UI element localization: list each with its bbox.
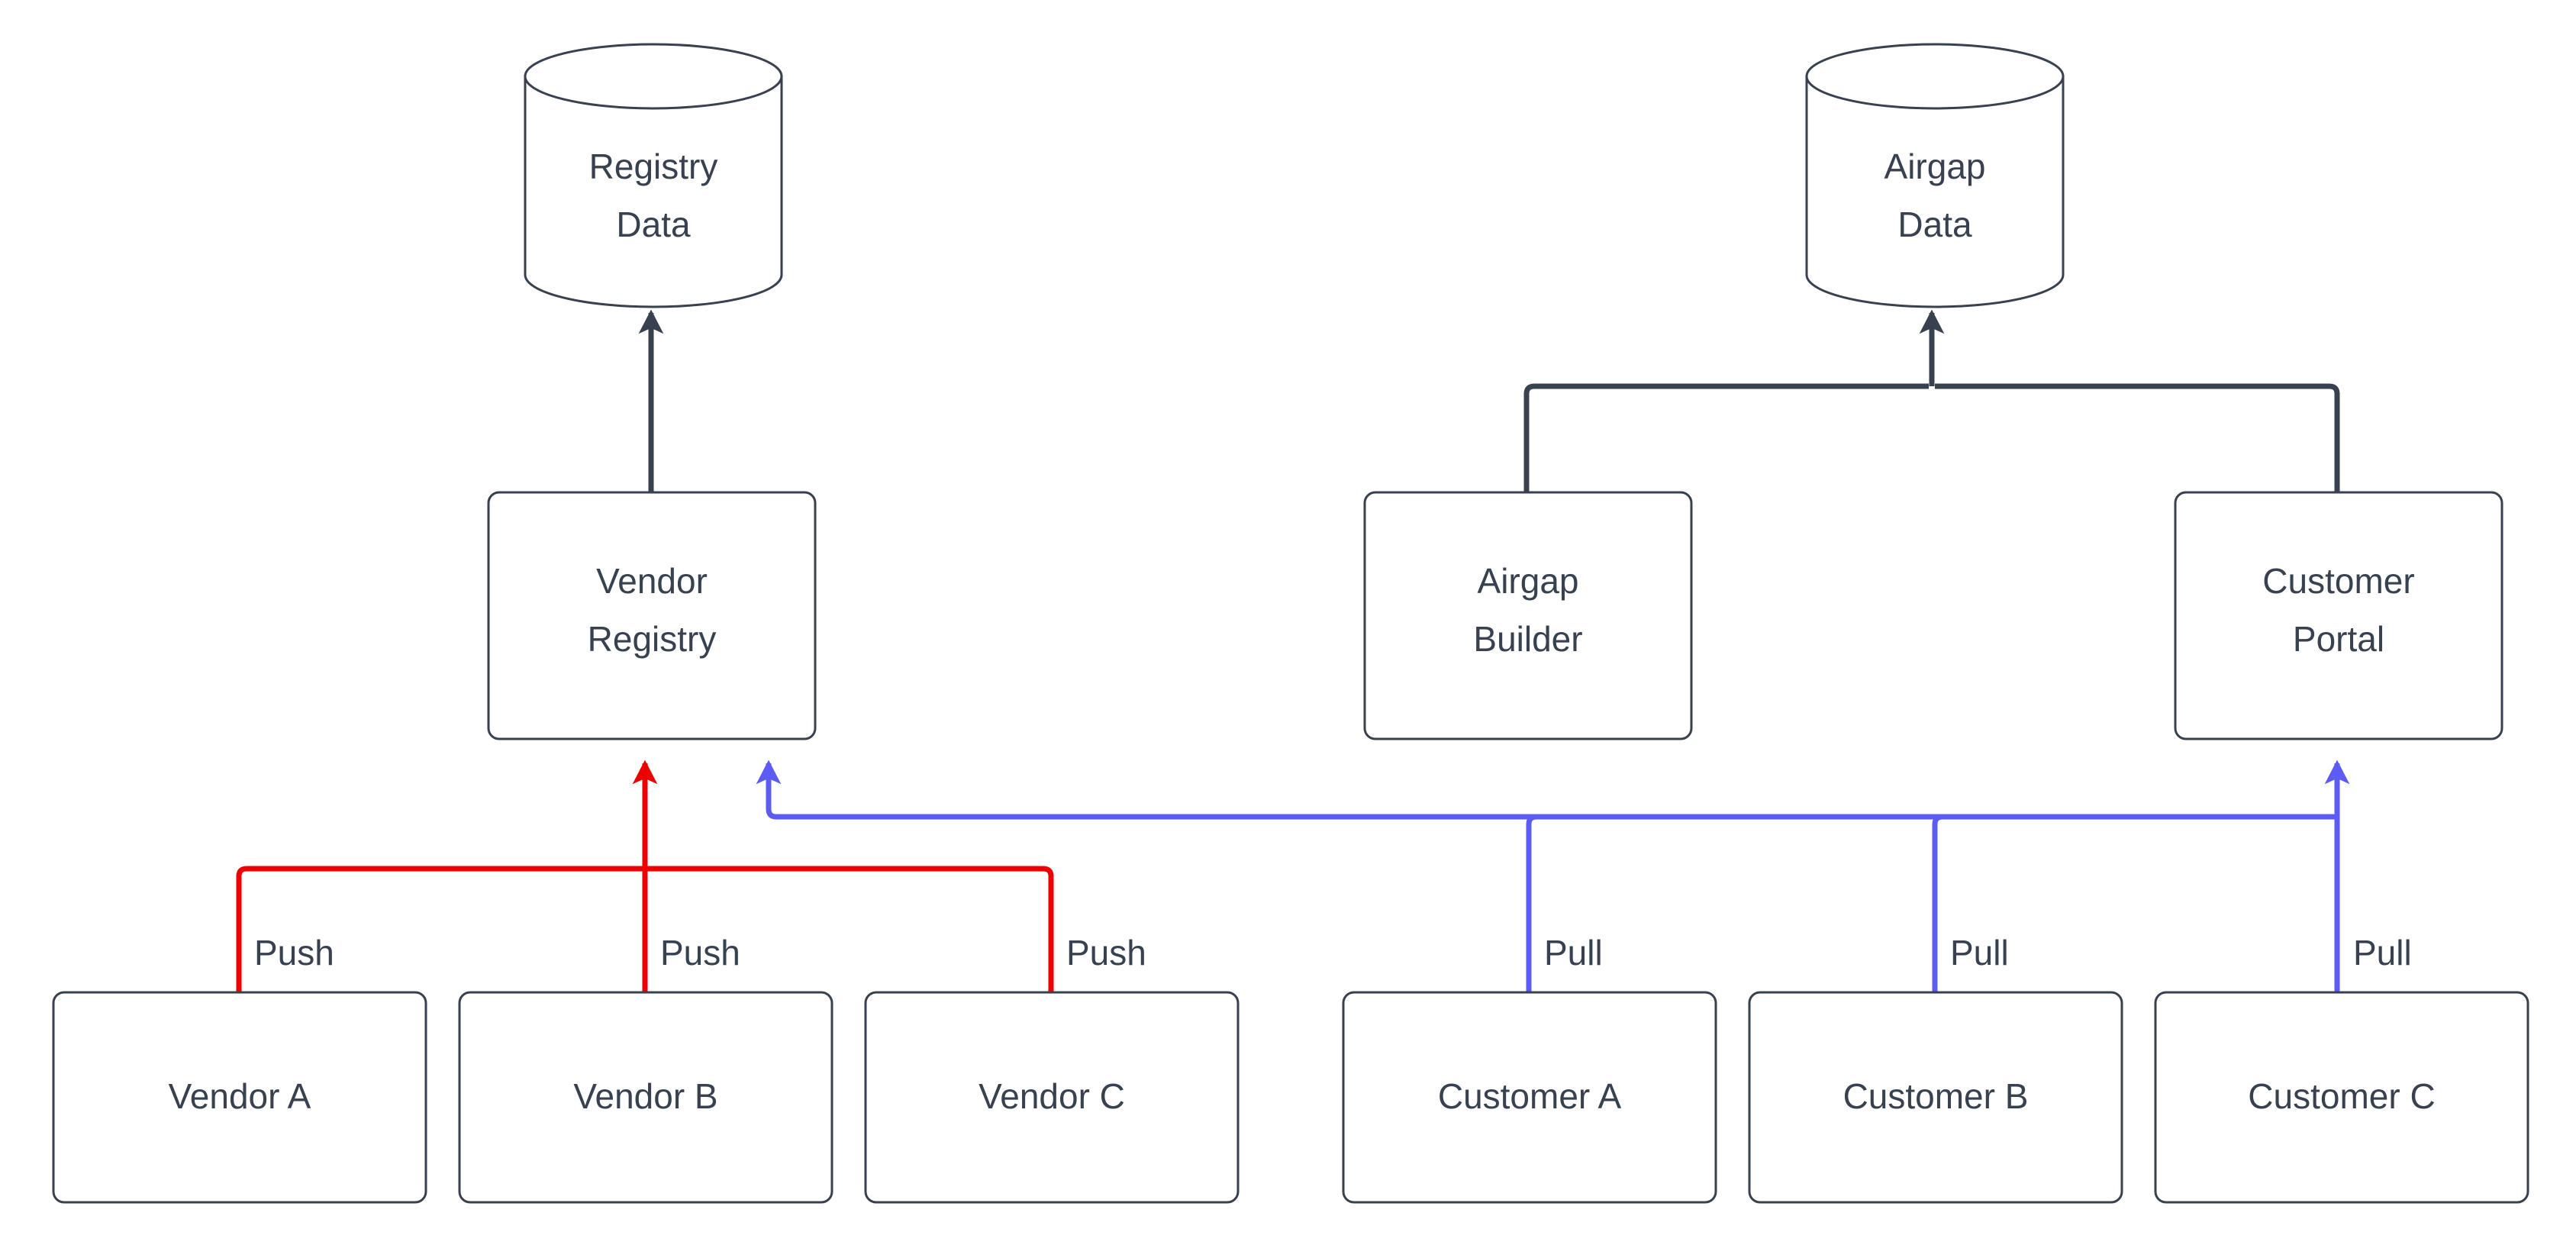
service-airgap-builder-label-line2: Builder	[1473, 619, 1582, 659]
datastore-registry-data-label-line2: Data	[616, 205, 691, 244]
edge-airgap-builder-to-bus	[1523, 383, 1929, 492]
actor-customer-b-label: Customer B	[1843, 1076, 2029, 1116]
actor-vendor-c-label: Vendor C	[978, 1076, 1125, 1116]
actor-vendor-a-label: Vendor A	[169, 1076, 311, 1116]
edge-label-vendor-a-push: Push	[254, 933, 334, 973]
edge-label-customer-c-pull: Pull	[2353, 933, 2412, 973]
actor-customer-c-label: Customer C	[2248, 1076, 2435, 1116]
edge-label-vendor-c-push: Push	[1066, 933, 1146, 973]
actor-vendor-c[interactable]: Vendor C	[864, 991, 1240, 1204]
datastore-registry-data-label-line1: Registry	[589, 147, 718, 186]
service-vendor-registry-label-line2: Registry	[588, 619, 717, 659]
actor-vendor-b-label: Vendor B	[573, 1076, 717, 1116]
datastore-registry-data[interactable]: Registry Data	[524, 43, 783, 308]
actor-customer-c[interactable]: Customer C	[2154, 991, 2529, 1204]
actor-customer-a[interactable]: Customer A	[1342, 991, 1717, 1204]
datastore-airgap-data-label-line1: Airgap	[1884, 147, 1986, 186]
datastore-airgap-data-label-line2: Data	[1897, 205, 1972, 244]
edge-label-customer-b-pull: Pull	[1950, 933, 2009, 973]
edge-label-customer-a-pull: Pull	[1544, 933, 1603, 973]
datastore-airgap-data[interactable]: Airgap Data	[1805, 43, 2065, 308]
service-airgap-builder-label-line1: Airgap	[1478, 561, 1579, 601]
actor-vendor-a[interactable]: Vendor A	[52, 991, 427, 1204]
actor-customer-b[interactable]: Customer B	[1748, 991, 2123, 1204]
service-customer-portal-label-line2: Portal	[2293, 619, 2384, 659]
edge-vendor-a-push	[236, 866, 643, 992]
edge-label-vendor-b-push: Push	[660, 933, 740, 973]
edge-customer-portal-to-bus	[1935, 383, 2340, 492]
service-vendor-registry[interactable]: Vendor Registry	[487, 491, 817, 740]
edge-pull-bus-to-vendor-registry	[756, 760, 2336, 820]
actor-vendor-b[interactable]: Vendor B	[458, 991, 833, 1204]
service-vendor-registry-label-line1: Vendor	[596, 561, 708, 601]
edge-customer-a-pull	[1526, 814, 2328, 992]
service-customer-portal[interactable]: Customer Portal	[2174, 491, 2503, 740]
service-customer-portal-label-line1: Customer	[2262, 561, 2414, 601]
edge-vendor-c-push	[646, 866, 1054, 992]
actor-customer-a-label: Customer A	[1438, 1076, 1622, 1116]
service-airgap-builder[interactable]: Airgap Builder	[1363, 491, 1693, 740]
